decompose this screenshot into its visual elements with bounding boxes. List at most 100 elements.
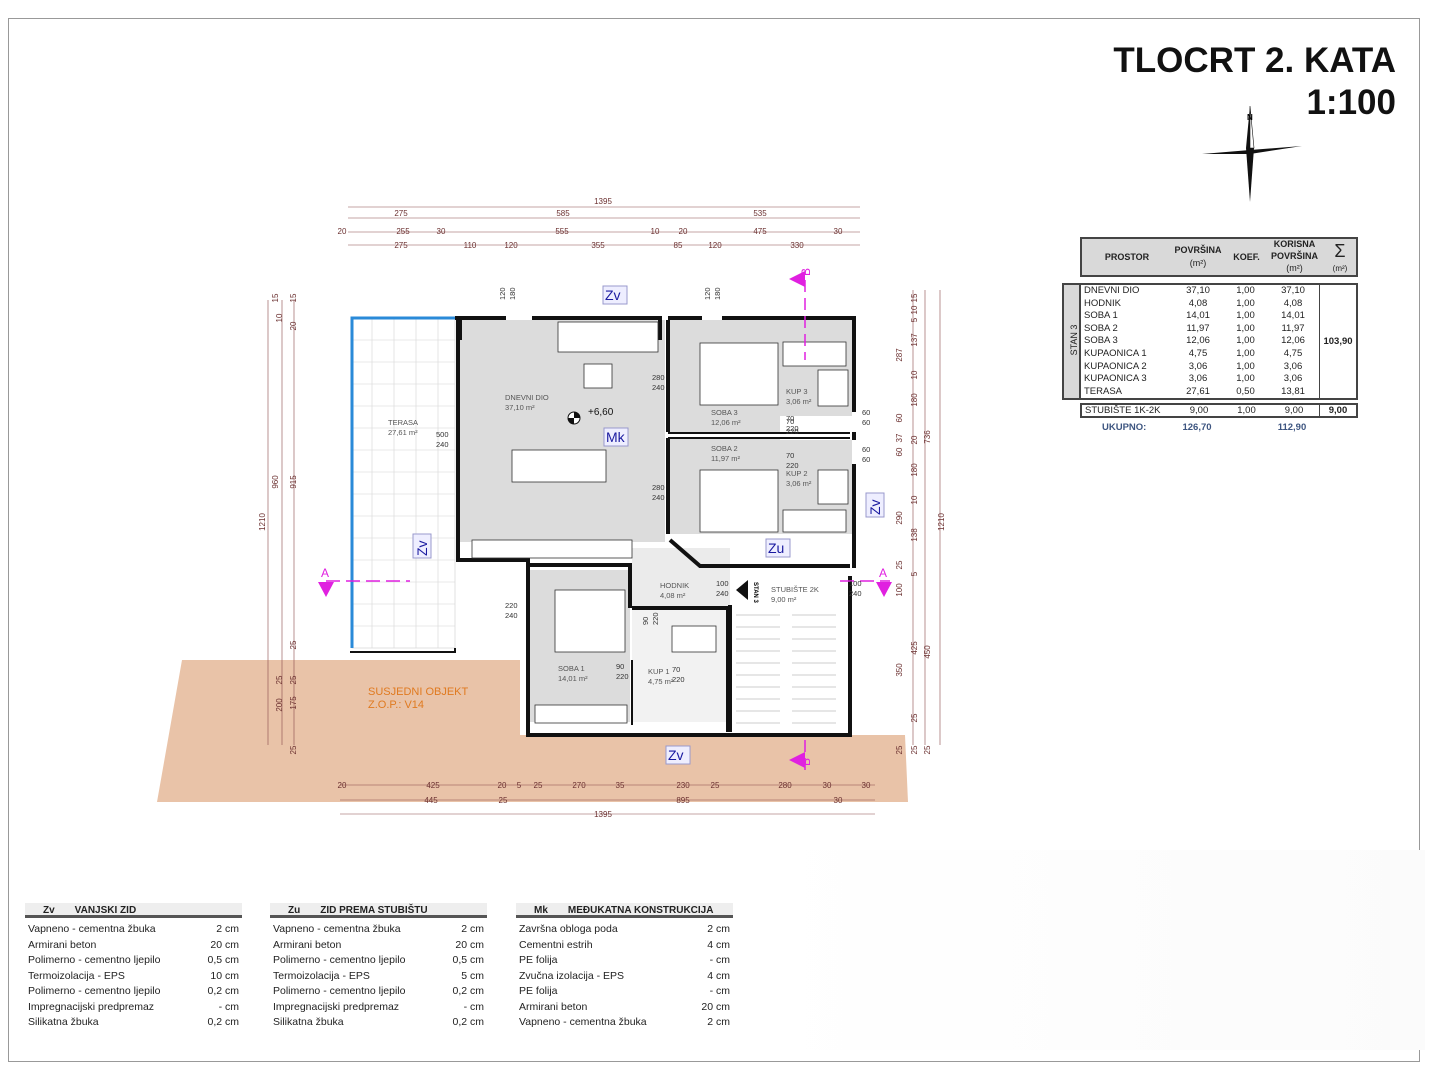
cell-name: TERASA xyxy=(1084,385,1123,397)
room-area: 12,06 m² xyxy=(711,418,741,427)
dimension-label: 20 xyxy=(289,321,298,330)
dimension-label: 25 xyxy=(289,675,298,684)
level-value: +6,60 xyxy=(588,407,614,418)
dimension-label: 30 xyxy=(834,796,843,805)
dimension-label: 25 xyxy=(711,781,720,790)
dimension-label: 180 xyxy=(910,463,919,477)
dimension-label: 895 xyxy=(676,796,690,805)
dimension-label: 355 xyxy=(591,241,605,250)
svg-text:70: 70 xyxy=(786,414,794,423)
dimension-label: 120 xyxy=(504,241,518,250)
dimension-label: 10 xyxy=(275,313,284,322)
level-marker: +6,60 xyxy=(567,407,614,425)
cell-koef: 1,00 xyxy=(1236,335,1255,347)
svg-text:60: 60 xyxy=(862,445,870,454)
dimension-label: 30 xyxy=(823,781,832,790)
wall-tag-zv: Zv xyxy=(865,492,885,518)
legend-code: Zu xyxy=(288,905,301,916)
legend-row: Impregnacijski predpremaz- cm xyxy=(25,1000,242,1016)
wardrobe-2 xyxy=(782,509,847,533)
cell-area: 4,75 xyxy=(1188,348,1208,359)
section-b-top: B xyxy=(799,268,813,276)
svg-text:220: 220 xyxy=(786,427,799,436)
cell-name: HODNIK xyxy=(1084,297,1121,309)
dimension-label: 450 xyxy=(923,645,932,659)
group-sum: 103,90 xyxy=(1319,285,1356,398)
legend-row: PE folija- cm xyxy=(516,953,733,969)
dimension-label: 20 xyxy=(338,781,347,790)
neighbour-label: SUSJEDNI OBJEKT xyxy=(368,686,469,698)
bed-soba-3 xyxy=(699,342,779,406)
room-area: 3,06 m² xyxy=(786,479,812,488)
svg-text:70: 70 xyxy=(672,665,680,674)
total-area: 126,70 xyxy=(1182,422,1212,433)
svg-text:100: 100 xyxy=(716,579,729,588)
dimension-label: 585 xyxy=(556,209,570,218)
layer-name: Vapneno - cementna žbuka xyxy=(28,923,156,935)
cell-area: 27,61 xyxy=(1186,385,1210,397)
room-name: KUP 1 xyxy=(648,667,670,676)
svg-text:180: 180 xyxy=(508,287,517,300)
dimension-label: 425 xyxy=(910,641,919,655)
dimension-label: 25 xyxy=(910,713,919,722)
layer-thickness: 2 cm xyxy=(216,923,239,935)
svg-text:120: 120 xyxy=(703,287,712,300)
header-korisna: KORISNA xyxy=(1273,239,1316,249)
dimension-label: 25 xyxy=(895,745,904,754)
svg-text:220: 220 xyxy=(616,672,629,681)
room-name: SOBA 1 xyxy=(558,664,585,673)
dimension-label: 200 xyxy=(275,698,284,712)
wall-tag-label: Zv xyxy=(867,499,883,515)
cell-useful: 12,06 xyxy=(1281,335,1305,347)
header-povrsina: POVRŠINA xyxy=(1174,245,1222,255)
section-a-right: A xyxy=(879,566,887,580)
layer-name: Termoizolacija - EPS xyxy=(28,969,125,982)
neighbour-zone: Z.O.P.: V14 xyxy=(368,699,424,711)
cell-area: 14,01 xyxy=(1186,310,1210,322)
cell-useful: 4,75 xyxy=(1283,348,1303,359)
dimension-label: 1395 xyxy=(594,810,612,819)
cell-koef: 0,50 xyxy=(1236,385,1255,397)
cell-area: 4,08 xyxy=(1188,297,1208,309)
room-area: 9,00 m² xyxy=(771,595,797,604)
cell-useful: 3,06 xyxy=(1283,360,1303,372)
layer-thickness: 20 cm xyxy=(455,938,484,951)
cell-area: 11,97 xyxy=(1186,322,1210,334)
dimension-label: 255 xyxy=(396,227,410,236)
dimension-label: 60 xyxy=(895,447,904,456)
header-koef: KOEF. xyxy=(1233,252,1260,262)
header-korisna-unit: (m²) xyxy=(1286,263,1303,273)
wall-tag-label: Zv xyxy=(605,287,621,303)
dimension-label: 425 xyxy=(426,781,440,790)
coffee-table xyxy=(583,363,613,389)
dimension-label: 915 xyxy=(289,475,298,489)
svg-text:240: 240 xyxy=(849,589,862,598)
dimension-lines xyxy=(267,206,941,815)
cell-name: DNEVNI DIO xyxy=(1084,285,1140,296)
north-label: N xyxy=(1247,113,1253,122)
wall-tag-zv: Zv xyxy=(412,533,432,559)
sheet-border xyxy=(8,18,1420,1062)
shower-2 xyxy=(817,469,849,505)
drawing-title: TLOCRT 2. KATA 1:100 xyxy=(1113,40,1396,124)
layer-name: Završna obloga poda xyxy=(519,923,618,935)
header-sigma-unit: (m²) xyxy=(1332,264,1348,273)
layer-thickness: 4 cm xyxy=(707,969,730,982)
